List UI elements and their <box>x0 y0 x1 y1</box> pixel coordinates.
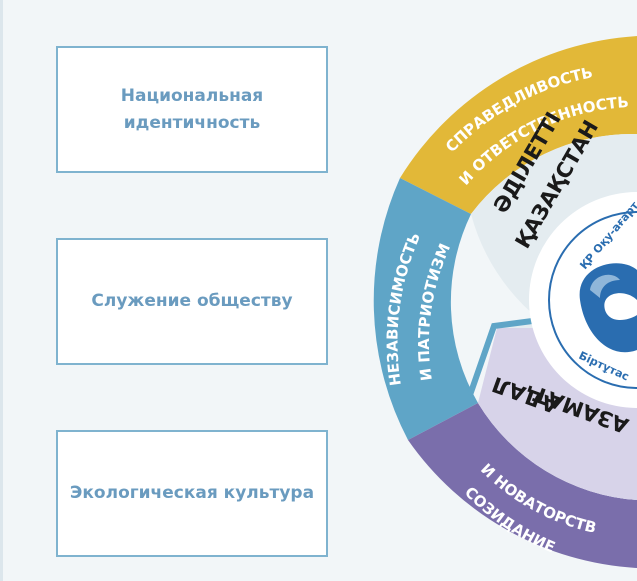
ring-segment-independence <box>373 178 478 440</box>
value-box-ecological-culture: Экологическая культура <box>56 430 328 557</box>
logo-emblem: ҚР Оқу-ағарт Біртұтас <box>529 192 637 408</box>
value-box-national-identity: Национальная идентичность <box>56 46 328 173</box>
value-box-label: Служение обществу <box>91 291 293 311</box>
label-line-1: Национальная <box>120 85 264 106</box>
value-box-label: Национальная идентичность <box>121 83 263 137</box>
left-edge-border <box>0 0 3 581</box>
label-line-2: идентичность <box>123 112 261 133</box>
value-box-label: Экологическая культура <box>69 483 315 503</box>
inner-divider <box>467 317 541 396</box>
ring-segment-creation <box>408 403 637 581</box>
wave-accent-icon <box>590 274 620 298</box>
value-box-service-to-society: Служение обществу <box>56 238 328 365</box>
ring-segment-justice <box>400 36 637 214</box>
